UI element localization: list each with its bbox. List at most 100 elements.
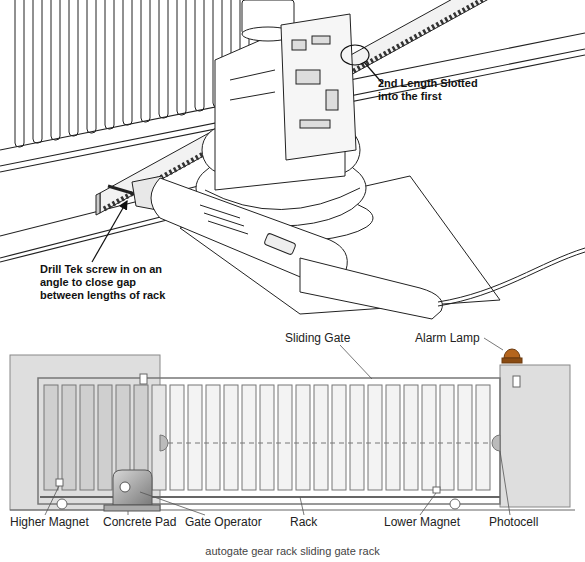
gate-fence-part: [141, 0, 150, 122]
alarm-lamp: [502, 349, 522, 363]
sliding-gate-part: [422, 385, 436, 490]
gate-fence-part: [69, 0, 78, 136]
gate-fence-part: [87, 0, 96, 133]
gate-fence-part: [177, 0, 186, 115]
power-drill-part: [438, 252, 585, 306]
gate-rail-part: [0, 218, 175, 262]
power-drill-part: [300, 258, 442, 319]
photocell-beam-part: [160, 435, 168, 451]
sliding-gate-part: [314, 385, 328, 490]
gate-fence-part: [195, 0, 204, 111]
power-drill-part: [208, 221, 248, 234]
gate-motor-part: [312, 36, 330, 44]
callout-label: Drill Tek screw in on an angle to close …: [40, 263, 182, 302]
sliding-gate-part: [476, 385, 490, 490]
gate-motor-part: [230, 92, 275, 100]
caption: autogate gear rack sliding gate rack: [0, 545, 585, 557]
power-drill-part: [108, 186, 135, 194]
alarm-lamp-part: [502, 358, 522, 363]
rack-and-track-part: [10, 510, 575, 511]
callout-label: Photocell: [489, 515, 538, 529]
sliding-gate-part: [224, 385, 238, 490]
sliding-gate-part: [458, 385, 472, 490]
sliding-gate-part: [80, 385, 94, 490]
label-leaders-part: [500, 451, 510, 515]
rack-and-track: [10, 479, 575, 510]
gate-fence-part: [15, 0, 24, 147]
rack-and-track-part: [433, 487, 440, 493]
sliding-gate-part: [44, 385, 58, 490]
rack-and-track-part: [57, 499, 67, 509]
gate-operator-part: [120, 482, 130, 492]
sliding-gate-part: [206, 385, 220, 490]
rack-and-track-part: [40, 496, 500, 498]
callout-label: 2nd Length Slotted into the first: [378, 77, 500, 103]
gate-operator: [104, 470, 160, 511]
callout-label: Alarm Lamp: [415, 331, 480, 345]
gate-motor-part: [326, 90, 338, 110]
sliding-gate: [38, 374, 500, 504]
gate-fence-part: [33, 0, 42, 143]
rack-and-track-part: [450, 499, 460, 509]
sliding-gate-part: [140, 374, 147, 384]
gate-motor-part: [300, 120, 330, 128]
gate-operator-part: [104, 505, 160, 511]
gate-fence-part: [159, 0, 168, 118]
gate-fence-part: [51, 0, 60, 140]
callout-label: Higher Magnet: [10, 515, 89, 529]
sliding-gate-part: [440, 385, 454, 490]
sliding-gate-part: [368, 385, 382, 490]
callout-leaders-part: [341, 45, 369, 65]
callout-leaders: [92, 45, 383, 262]
gate-fence-part: [123, 0, 132, 125]
rack-and-track-part: [56, 479, 63, 486]
sliding-gate-part: [278, 385, 292, 490]
callout-label: Gate Operator: [185, 515, 262, 529]
label-leaders-part: [420, 493, 436, 515]
sliding-gate-part: [296, 385, 310, 490]
callout-leaders-part: [92, 201, 127, 262]
pillars-part: [513, 376, 520, 387]
sliding-gate-part: [98, 385, 112, 490]
sliding-gate-part: [188, 385, 202, 490]
gate-motor-part: [296, 70, 320, 84]
photocell-beam: [160, 435, 500, 451]
label-leaders-part: [300, 497, 304, 515]
callout-label: Concrete Pad: [103, 515, 176, 529]
gate-motor-part: [230, 70, 275, 80]
sliding-gate-part: [332, 385, 346, 490]
sliding-gate-part: [350, 385, 364, 490]
sliding-gate-part: [170, 385, 184, 490]
sliding-gate-part: [62, 385, 76, 490]
label-leaders-part: [484, 338, 503, 350]
power-drill-part: [264, 233, 296, 255]
pillars-part: [500, 365, 570, 507]
gate-motor-part: [281, 14, 356, 160]
label-leaders-part: [140, 492, 205, 515]
label-leaders-part: [340, 345, 372, 379]
label-leaders: [45, 338, 510, 515]
photocell-beam-part: [492, 435, 500, 451]
power-drill-part: [204, 213, 244, 226]
callout-label: Rack: [290, 515, 317, 529]
power-drill-part: [200, 205, 240, 218]
callout-label: Sliding Gate: [285, 331, 350, 345]
photocell-beam-part: [168, 443, 492, 444]
alarm-lamp-part: [504, 349, 520, 358]
sliding-gate-part: [38, 378, 500, 504]
gate-motor-part: [292, 40, 306, 50]
gate-rail-part: [0, 212, 180, 258]
sliding-gate-part: [242, 385, 256, 490]
gear-rack-part: [96, 193, 100, 215]
label-leaders-part: [128, 511, 129, 515]
power-drill: [108, 176, 585, 319]
callout-label: Lower Magnet: [384, 515, 460, 529]
gate-fence-part: [105, 0, 114, 129]
sliding-gate-part: [260, 385, 274, 490]
gate-operator-part: [113, 470, 152, 505]
label-leaders-part: [45, 486, 59, 515]
sliding-gate-part: [386, 385, 400, 490]
sliding-gate-part: [404, 385, 418, 490]
